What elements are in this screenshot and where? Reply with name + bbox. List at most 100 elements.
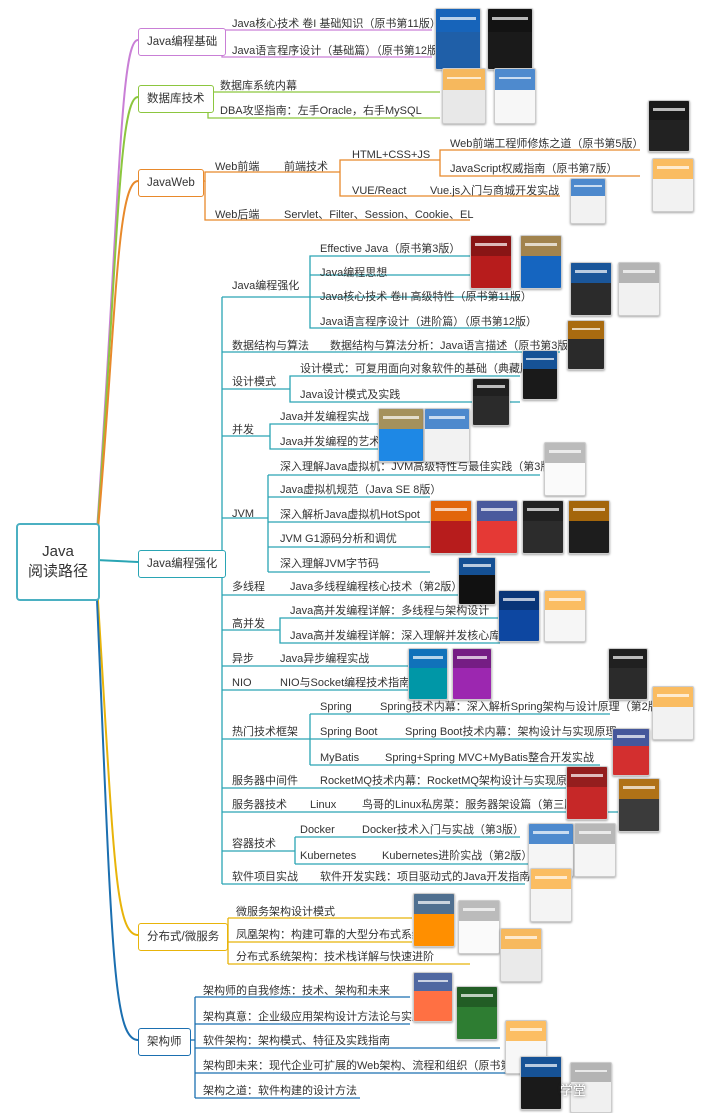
node-html-css-js[interactable]: HTML+CSS+JS xyxy=(352,149,431,161)
node-spring-boot[interactable]: Spring Boot xyxy=(320,726,378,738)
node-kubernetes[interactable]: Kubernetes xyxy=(300,850,357,862)
book-cover-title-bar xyxy=(535,876,567,879)
leaf-backend-items[interactable]: Servlet、Filter、Session、Cookie、EL xyxy=(284,209,474,221)
leaf-js-book[interactable]: JavaScript权威指南（原书第7版） xyxy=(450,163,618,175)
leaf-arch-3[interactable]: 软件架构：架构模式、特征及实践指南 xyxy=(203,1035,390,1047)
leaf-db-2[interactable]: DBA攻坚指南：左手Oracle，右手MySQL xyxy=(220,105,422,117)
leaf-kubernetes-book[interactable]: Kubernetes进阶实战（第2版） xyxy=(382,850,533,862)
leaf-project-book[interactable]: 软件开发实践：项目驱动式的Java开发指南 xyxy=(320,871,531,883)
leaf-conc-2[interactable]: Java并发编程的艺术 xyxy=(280,436,381,448)
book-cover-band xyxy=(414,973,452,992)
node-high-concurrency[interactable]: 高并发 xyxy=(232,618,265,630)
node-web-backend[interactable]: Web后端 xyxy=(215,209,260,221)
node-design-pattern[interactable]: 设计模式 xyxy=(232,376,276,388)
leaf-dist-1[interactable]: 微服务架构设计模式 xyxy=(236,906,335,918)
branch-database[interactable]: 数据库技术 xyxy=(138,85,214,113)
node-async[interactable]: 异步 xyxy=(232,653,254,665)
book-cover-band xyxy=(501,929,541,949)
leaf-arch-4[interactable]: 架构即未来：现代企业可扩展的Web架构、流程和组织（原书第2版） xyxy=(203,1060,540,1072)
branch-label: 架构师 xyxy=(147,1036,182,1048)
node-spring[interactable]: Spring xyxy=(320,701,352,713)
branch-distributed[interactable]: 分布式/微服务 xyxy=(138,923,229,951)
leaf-dist-3[interactable]: 分布式系统架构：技术栈详解与快速进阶 xyxy=(236,951,434,963)
book-cover-thumbnail xyxy=(452,648,492,700)
leaf-prog-2[interactable]: Java编程思想 xyxy=(320,267,388,279)
leaf-prog-3[interactable]: Java核心技术 卷II 高级特性（原书第11版） xyxy=(320,291,532,303)
node-server-tech[interactable]: 服务器技术 xyxy=(232,799,287,811)
leaf-db-1[interactable]: 数据库系统内幕 xyxy=(220,80,297,92)
leaf-vue-book[interactable]: Vue.js入门与商城开发实战 xyxy=(430,185,560,197)
leaf-hc-2[interactable]: Java高并发编程详解：深入理解并发核心库 xyxy=(290,630,501,642)
node-nio[interactable]: NIO xyxy=(232,677,252,689)
leaf-jvm-3[interactable]: 深入解析Java虚拟机HotSpot xyxy=(280,509,420,521)
leaf-docker-book[interactable]: Docker技术入门与实战（第3版） xyxy=(362,824,524,836)
node-web-frontend[interactable]: Web前端 xyxy=(215,161,260,173)
leaf-async-1[interactable]: Java异步编程实战 xyxy=(280,653,370,665)
book-cover-band xyxy=(409,649,447,668)
node-frameworks[interactable]: 热门技术框架 xyxy=(232,726,298,738)
book-cover-thumbnail xyxy=(530,868,572,922)
leaf-basics-1[interactable]: Java核心技术 卷I 基础知识（原书第11版） xyxy=(232,18,441,30)
book-cover-thumbnail xyxy=(652,686,694,740)
root-node[interactable]: Java 阅读路径 xyxy=(16,523,100,601)
leaf-prog-1[interactable]: Effective Java（原书第3版） xyxy=(320,243,461,255)
leaf-dist-2[interactable]: 凤凰架构：构建可靠的大型分布式系统 xyxy=(236,929,423,941)
book-cover-band xyxy=(571,179,605,196)
leaf-arch-2[interactable]: 架构真意：企业级应用架构设计方法论与实践 xyxy=(203,1011,423,1023)
leaf-jvm-4[interactable]: JVM G1源码分析和调优 xyxy=(280,533,397,545)
book-cover-band xyxy=(653,159,693,179)
node-concurrency[interactable]: 并发 xyxy=(232,424,254,436)
book-cover-title-bar xyxy=(440,17,476,21)
node-prog-enhance[interactable]: Java编程强化 xyxy=(232,280,300,292)
branch-javaweb[interactable]: JavaWeb xyxy=(138,169,204,197)
book-cover-thumbnail xyxy=(570,262,612,316)
branch-advanced[interactable]: Java编程强化 xyxy=(138,550,227,578)
node-mybatis[interactable]: MyBatis xyxy=(320,752,360,764)
book-cover-title-bar xyxy=(412,656,444,659)
leaf-jvm-2[interactable]: Java虚拟机规范（Java SE 8版） xyxy=(280,484,442,496)
node-docker[interactable]: Docker xyxy=(300,824,335,836)
leaf-jvm-1[interactable]: 深入理解Java虚拟机：JVM高级特性与最佳实践（第3版） xyxy=(280,461,563,473)
leaf-nio-1[interactable]: NIO与Socket编程技术指南 xyxy=(280,677,411,689)
book-cover-band xyxy=(653,687,693,707)
book-cover-band xyxy=(545,443,585,463)
leaf-spring-book[interactable]: Spring技术内幕：深入解析Spring架构与设计原理（第2版） xyxy=(380,701,670,713)
node-ds-algo[interactable]: 数据结构与算法 xyxy=(232,340,309,352)
leaf-arch-5[interactable]: 架构之道：软件构建的设计方法 xyxy=(203,1085,357,1097)
book-cover-thumbnail xyxy=(494,68,536,124)
leaf-rocketmq-book[interactable]: RocketMQ技术内幕：RocketMQ架构设计与实现原理 xyxy=(320,775,578,787)
leaf-mybatis-book[interactable]: Spring+Spring MVC+MyBatis整合开发实战 xyxy=(385,752,595,764)
leaf-linux-book[interactable]: 鸟哥的Linux私房菜：服务器架设篇（第三版） xyxy=(362,799,587,811)
node-container[interactable]: 容器技术 xyxy=(232,838,276,850)
book-cover-band xyxy=(571,1063,611,1082)
node-frontend-tech[interactable]: 前端技术 xyxy=(284,161,328,173)
book-cover-band xyxy=(379,409,423,429)
leaf-mt-1[interactable]: Java多线程编程核心技术（第2版） xyxy=(290,581,463,593)
branch-java-basics[interactable]: Java编程基础 xyxy=(138,28,227,56)
node-project[interactable]: 软件项目实战 xyxy=(232,871,298,883)
book-cover-title-bar xyxy=(574,185,602,188)
node-jvm[interactable]: JVM xyxy=(232,508,254,520)
node-vue-react[interactable]: VUE/React xyxy=(352,185,407,197)
book-cover-title-bar xyxy=(612,656,644,659)
leaf-conc-1[interactable]: Java并发编程实战 xyxy=(280,411,370,423)
node-middleware[interactable]: 服务器中间件 xyxy=(232,775,298,787)
book-cover-title-bar xyxy=(579,831,611,834)
book-cover-band xyxy=(431,501,471,521)
book-cover-band xyxy=(436,9,480,32)
leaf-basics-2[interactable]: Java语言程序设计（基础篇）（原书第12版） xyxy=(232,45,449,57)
book-cover-thumbnail xyxy=(520,1056,562,1110)
book-cover-band xyxy=(443,69,485,90)
leaf-dp-1[interactable]: 设计模式：可复用面向对象软件的基础（典藏版） xyxy=(300,363,542,375)
leaf-prog-4[interactable]: Java语言程序设计（进阶篇）（原书第12版） xyxy=(320,316,537,328)
leaf-arch-1[interactable]: 架构师的自我修炼：技术、架构和未来 xyxy=(203,985,390,997)
leaf-dp-2[interactable]: Java设计模式及实践 xyxy=(300,389,401,401)
leaf-ds-1[interactable]: 数据结构与算法分析：Java语言描述（原书第3版） xyxy=(330,340,580,352)
leaf-hc-1[interactable]: Java高并发编程详解：多线程与架构设计 xyxy=(290,605,490,617)
branch-architect[interactable]: 架构师 xyxy=(138,1028,191,1056)
node-linux[interactable]: Linux xyxy=(310,799,337,811)
node-multithread[interactable]: 多线程 xyxy=(232,581,265,593)
leaf-jvm-5[interactable]: 深入理解JVM字节码 xyxy=(280,558,379,570)
leaf-web-book[interactable]: Web前端工程师修炼之道（原书第5版） xyxy=(450,138,644,150)
leaf-spring-boot-book[interactable]: Spring Boot技术内幕：架构设计与实现原理 xyxy=(405,726,617,738)
